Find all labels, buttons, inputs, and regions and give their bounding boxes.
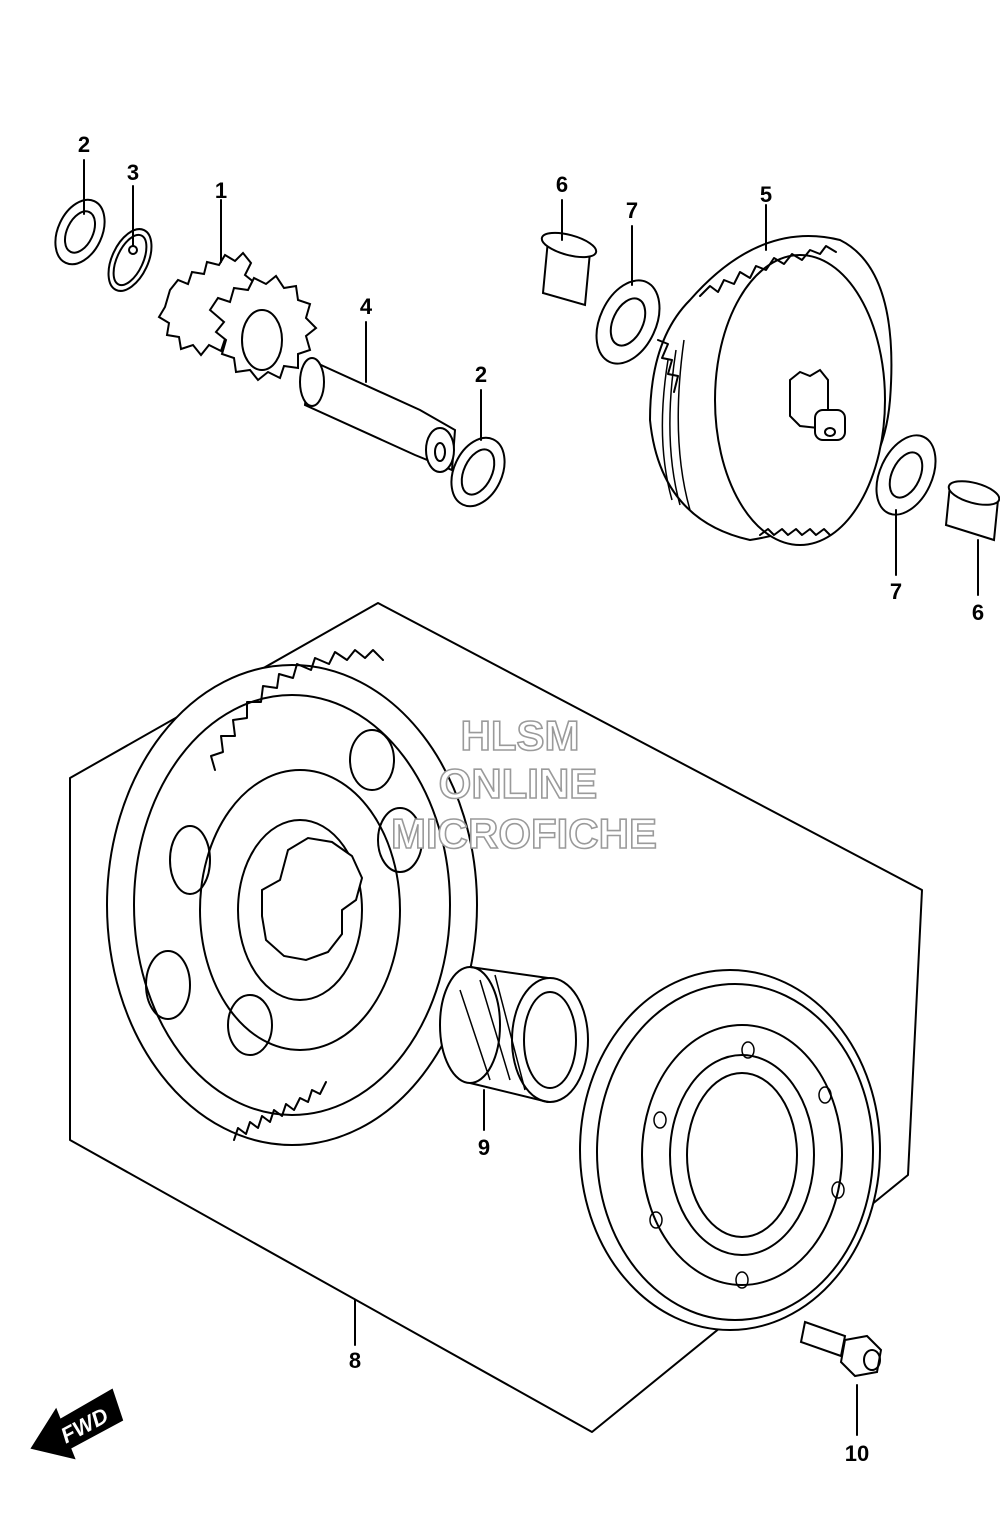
fwd-direction-badge: FWD	[30, 1388, 124, 1460]
part-10-bolt	[799, 1320, 883, 1436]
watermark-line-2: ONLINE	[439, 760, 598, 807]
fwd-arrow-icon	[30, 1388, 124, 1460]
callout-7-top: 7	[626, 198, 638, 223]
part-2-washer-top	[54, 159, 106, 266]
callout-6-bottom: 6	[972, 600, 984, 625]
part-7-washer-bottom	[875, 434, 937, 576]
part-6-bushing-bottom	[944, 480, 1000, 596]
part-7-washer-top	[595, 225, 661, 365]
callout-5: 5	[760, 182, 772, 207]
callout-6-top: 6	[556, 172, 568, 197]
part-8-assembly-outline	[69, 602, 923, 1433]
part-9-needle-bearing	[439, 966, 589, 1131]
watermark-line-1: HLSM	[461, 712, 580, 759]
watermark-line-3: MICROFICHE	[391, 810, 657, 857]
watermark: HLSM ONLINE MICROFICHE	[390, 711, 658, 858]
callout-3: 3	[127, 160, 139, 185]
part-8-starter-gear	[106, 649, 478, 1146]
part-5-idle-gear	[648, 204, 893, 546]
part-2-washer-bottom	[450, 389, 506, 508]
part-8-clutch-housing	[579, 969, 881, 1331]
part-3-circlip	[107, 185, 153, 292]
callout-7-bottom: 7	[890, 579, 902, 604]
callout-4: 4	[360, 294, 373, 319]
part-4-shaft	[299, 321, 457, 473]
callout-10: 10	[845, 1441, 869, 1466]
callout-2-bottom: 2	[475, 362, 487, 387]
callout-2-top: 2	[78, 132, 90, 157]
part-1-gear	[157, 199, 318, 382]
callout-9: 9	[478, 1135, 490, 1160]
callout-8: 8	[349, 1348, 361, 1373]
callout-1: 1	[215, 178, 227, 203]
part-6-bushing-top	[540, 199, 598, 307]
